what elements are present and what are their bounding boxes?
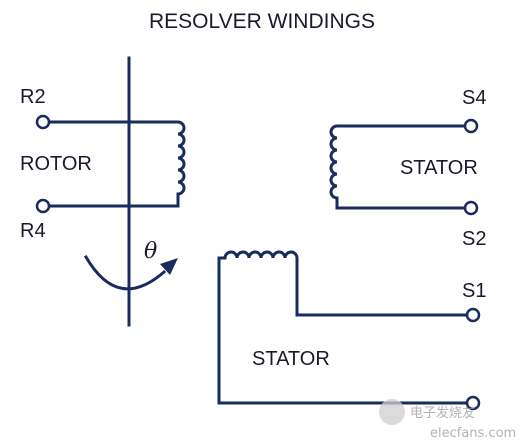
label-s4: S4 [462,87,486,109]
terminal-s1 [465,307,481,323]
terminal-s3 [465,395,481,411]
label-stator-bottom: STATOR [252,348,330,370]
watermark-logo-icon [379,399,405,425]
label-r2: R2 [20,86,46,108]
rotor-winding [35,114,186,214]
stator-winding-right [329,118,479,216]
label-r4: R4 [20,220,46,242]
label-rotor: ROTOR [20,153,92,175]
terminal-r2 [35,114,51,130]
watermark: 电子发烧友 elecfans.com [379,399,516,441]
watermark-text: 电子发烧友 [410,405,475,421]
terminal-s4 [463,118,479,134]
angle-theta: θ [144,239,157,264]
terminal-s2 [463,200,479,216]
label-stator-right: STATOR [400,157,478,179]
label-s1: S1 [462,280,486,302]
diagram-title: RESOLVER WINDINGS [149,10,375,33]
label-s2: S2 [462,228,486,250]
rotation-arrow [83,254,178,291]
stator-winding-bottom [217,250,481,411]
watermark-url: elecfans.com [430,426,516,441]
terminal-r4 [35,198,51,214]
